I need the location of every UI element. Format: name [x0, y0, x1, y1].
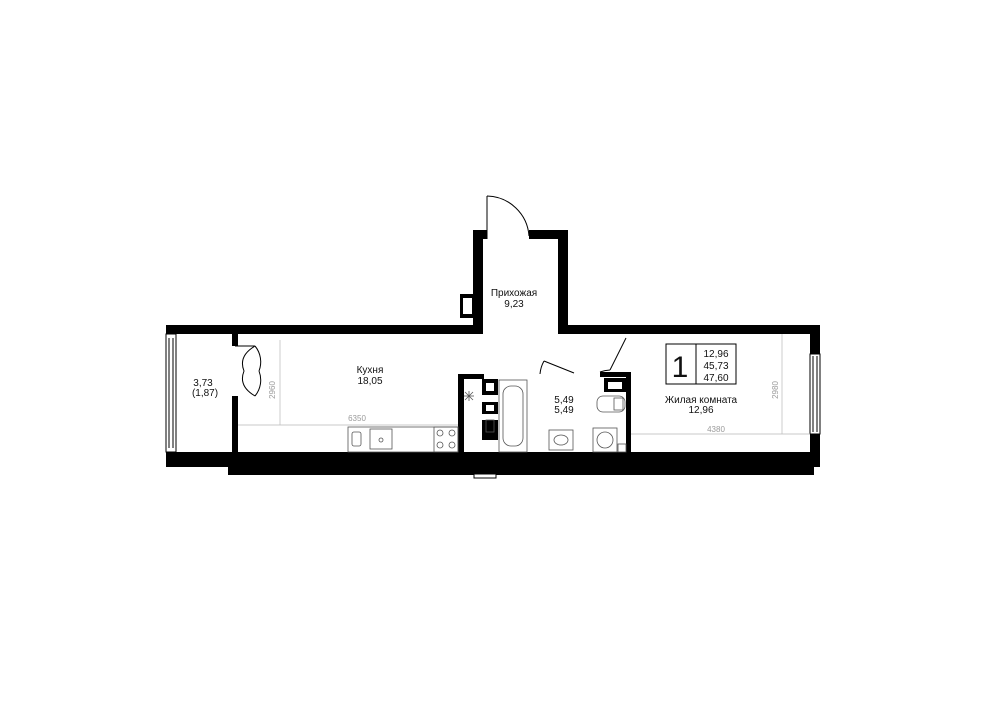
bath-area: 5,49 [554, 405, 574, 416]
window-left [165, 333, 177, 453]
loggia-label: 3,73 (1,87) [192, 378, 218, 399]
bath-fixtures [485, 395, 627, 453]
kitchen-width-dim: 6350 [348, 414, 366, 423]
kitchen-area: 18,05 [357, 376, 382, 387]
hall-area: 9,23 [504, 299, 524, 310]
loggia-door [235, 345, 262, 397]
living-door [599, 337, 627, 373]
window-right [809, 353, 821, 435]
summary-total-with-loggia: 47,60 [703, 373, 728, 384]
kitchen-counter [347, 391, 474, 453]
bathtub [498, 379, 528, 453]
living-width-dim: 4380 [707, 425, 725, 434]
kitchen-label: Кухня 18,05 [357, 365, 384, 387]
bath-area-overlap: 5,49 [554, 395, 574, 406]
hall-label: Прихожая 9,23 [491, 288, 537, 310]
dimension-lines [238, 334, 810, 435]
loggia-area: 3,73 [193, 378, 213, 389]
living-area: 12,96 [688, 405, 713, 416]
summary-living-area: 12,96 [703, 349, 728, 360]
loggia-area-reduced: (1,87) [192, 388, 218, 399]
summary-total-area: 45,73 [703, 361, 728, 372]
shaft-voids [463, 298, 622, 411]
bath-label: 5,49 5,49 [554, 395, 574, 416]
bath-door [539, 360, 575, 375]
living-label: Жилая комната 12,96 [665, 395, 738, 416]
kitchen-name: Кухня [357, 365, 384, 376]
entrance-door [486, 195, 530, 239]
window-bottom [473, 473, 497, 479]
hall-name: Прихожая [491, 288, 537, 299]
living-height-dim: 2980 [771, 381, 780, 399]
kitchen-height-dim: 2960 [268, 381, 277, 399]
rooms-count: 1 [672, 351, 689, 384]
summary-box: 1 12,96 45,73 47,60 [665, 343, 737, 385]
living-name: Жилая комната [665, 395, 738, 406]
